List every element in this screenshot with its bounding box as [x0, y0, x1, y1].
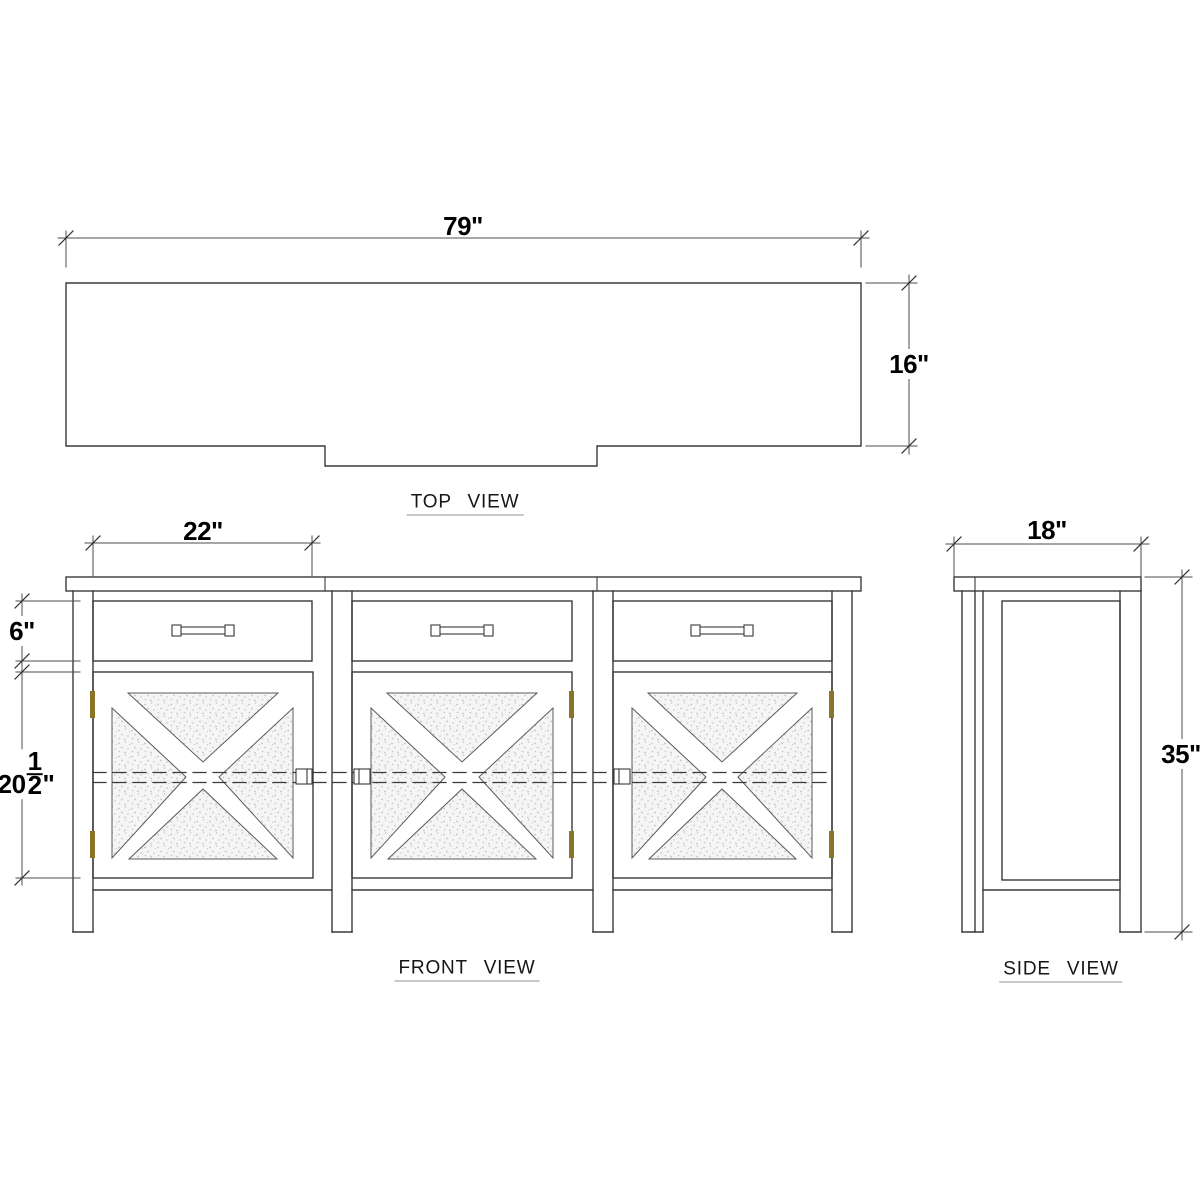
arrow-tick [1133, 536, 1149, 552]
dim-whole: 20 [0, 768, 26, 799]
arrow-tick [901, 275, 917, 291]
arrow-tick [58, 230, 74, 246]
door-hinges [90, 691, 834, 858]
dim-unit: " [42, 768, 55, 799]
dim-label-top-width: 79" [443, 211, 483, 241]
side-panel [1001, 600, 1121, 881]
dim-label-front-drawer-height: 6" [6, 616, 38, 646]
fraction-numerator: 1 [26, 746, 43, 777]
arrow-tick [1174, 924, 1190, 940]
drawer-1 [92, 600, 313, 662]
door-2 [351, 671, 573, 879]
top-view-outline [65, 282, 862, 467]
dim-label-front-drawer-width: 22" [183, 516, 223, 546]
arrow-tick [853, 230, 869, 246]
drawer-handles [171, 624, 754, 637]
door-2-x-pattern [370, 692, 554, 860]
arrow-tick [14, 664, 30, 680]
arrow-tick [946, 536, 962, 552]
dim-label-side-depth: 18" [1027, 515, 1067, 545]
top-view [57, 230, 918, 467]
dim-front-drawer-width [84, 535, 321, 578]
door-1-x-pattern [111, 692, 294, 860]
arrow-tick [14, 593, 30, 609]
drawer-3-handle-cap [690, 624, 701, 637]
hinge [829, 831, 834, 858]
front-view [14, 535, 862, 933]
hinge [829, 691, 834, 718]
dim-side-depth [945, 536, 1150, 578]
front-view-label: FRONT VIEW [394, 959, 540, 982]
arrow-tick [85, 535, 101, 551]
door-3-latch [613, 768, 631, 785]
arrow-tick [14, 653, 30, 669]
dim-label-side-height: 35" [1158, 739, 1200, 769]
hinge [90, 831, 95, 858]
door-1-latch [295, 768, 313, 785]
dim-top-width [57, 230, 870, 268]
arrow-tick [304, 535, 320, 551]
drawer-2-handle-cap [483, 624, 494, 637]
side-tabletop [953, 576, 1142, 592]
drawer-2 [351, 600, 573, 662]
drawer-1-handle-cap [224, 624, 235, 637]
fraction-denominator: 2 [27, 770, 42, 801]
door-3 [612, 671, 833, 879]
top-view-label: TOP VIEW [406, 493, 524, 516]
dim-label-top-depth: 16" [886, 349, 932, 379]
door-latches [295, 768, 631, 785]
drawer-3-handle-cap [743, 624, 754, 637]
arrow-tick [1174, 569, 1190, 585]
hinge [90, 691, 95, 718]
arrow-tick [901, 438, 917, 454]
side-legs [961, 590, 1142, 933]
door-2-latch [353, 768, 371, 785]
front-tabletop [65, 576, 862, 592]
drawer-1-handle-cap [171, 624, 182, 637]
hinge [569, 691, 574, 718]
arrow-tick [14, 870, 30, 886]
door-1 [92, 671, 314, 879]
door-3-x-pattern [631, 692, 813, 860]
side-view [945, 536, 1193, 941]
drawer-3 [612, 600, 833, 662]
drawer-2-handle-cap [430, 624, 441, 637]
hinge [569, 831, 574, 858]
side-view-label: SIDE VIEW [999, 960, 1123, 983]
